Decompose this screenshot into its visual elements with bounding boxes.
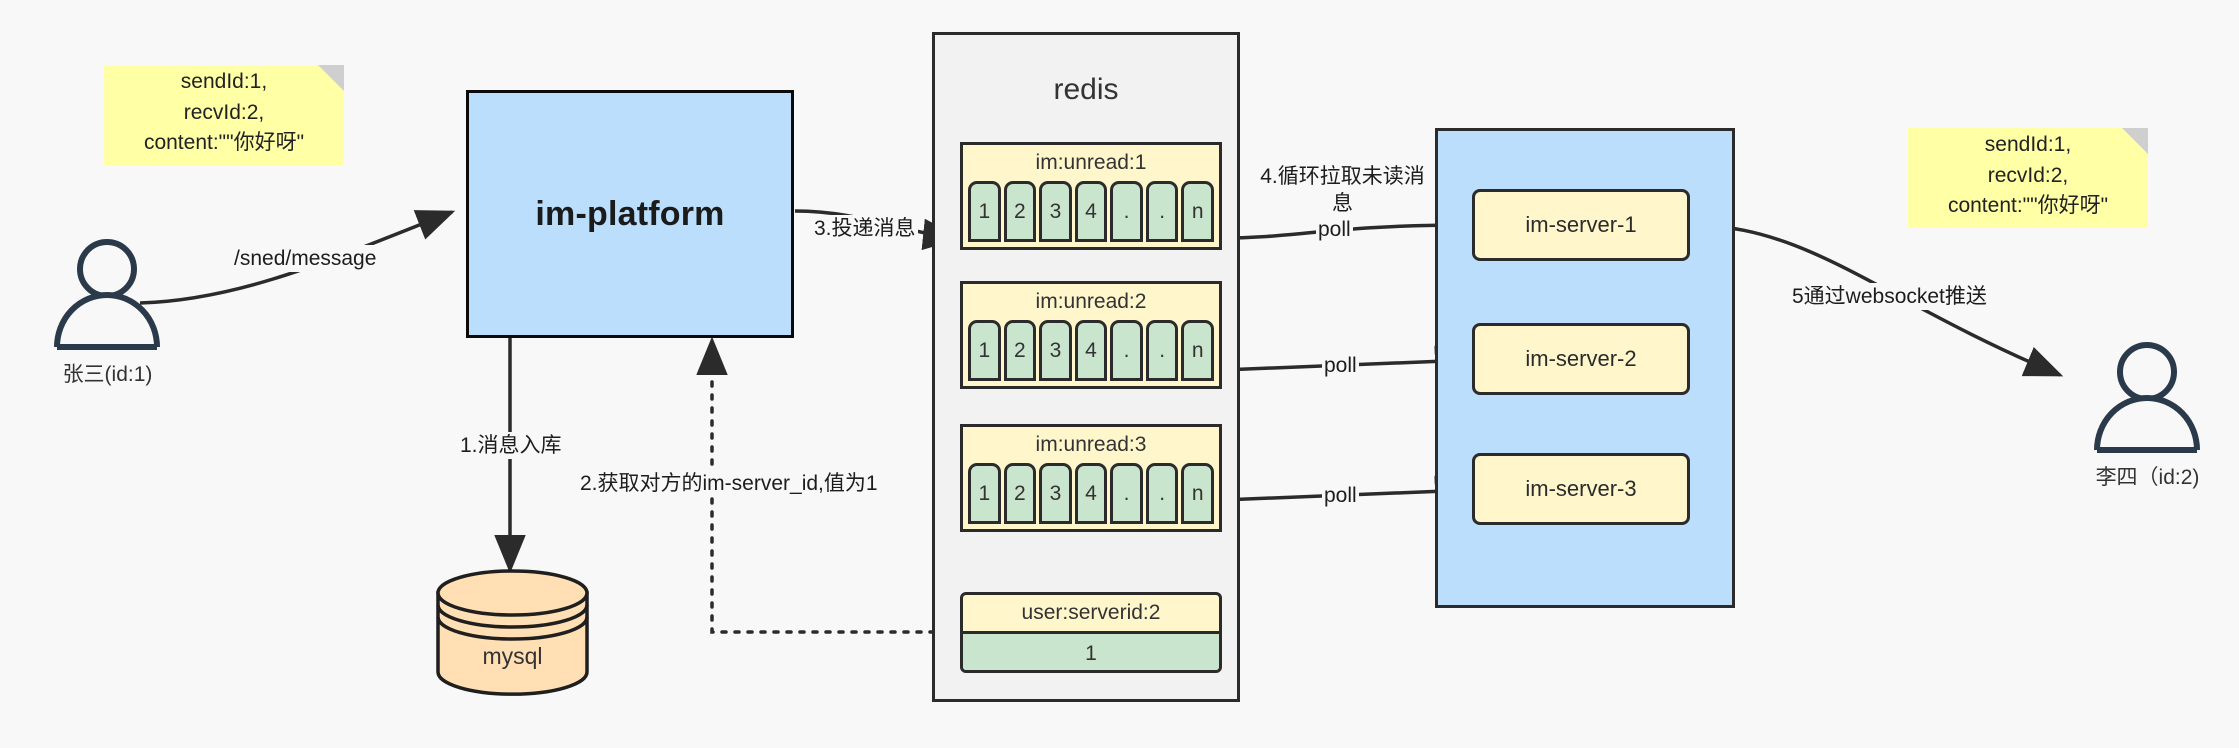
- actor-receiver-label: 李四（id:2): [2095, 466, 2200, 489]
- redis-cell[interactable]: .: [1145, 320, 1179, 381]
- redis-list-key: im:unread:2: [1035, 290, 1147, 313]
- message-payload-note-left: sendId:1, recvId:2, content:""你好呀": [104, 65, 344, 165]
- note-text: sendId:1, recvId:2, content:""你好呀": [143, 70, 305, 155]
- edge-label-poll-2: poll: [1322, 352, 1359, 380]
- note-fold-icon: [2122, 128, 2148, 154]
- redis-cell[interactable]: .: [1145, 463, 1179, 524]
- redis-kv-key: user:serverid:2: [1021, 601, 1161, 624]
- redis-cell[interactable]: n: [1181, 320, 1215, 381]
- im-server-1-box[interactable]: im-server-1: [1472, 189, 1690, 261]
- redis-cell[interactable]: 1: [968, 320, 1001, 381]
- redis-list-key: im:unread:1: [1035, 151, 1147, 174]
- redis-cell[interactable]: .: [1145, 181, 1179, 242]
- edge-label-step4: 4.循环拉取未读消息: [1253, 163, 1432, 218]
- redis-cell[interactable]: .: [1110, 181, 1143, 242]
- redis-cell[interactable]: 3: [1039, 463, 1072, 524]
- actor-receiver: 李四（id:2): [2075, 338, 2220, 491]
- redis-cell[interactable]: 2: [1003, 320, 1037, 381]
- redis-kv-user-serverid[interactable]: user:serverid:2 1: [960, 592, 1222, 673]
- redis-list-im-unread-2[interactable]: im:unread:2 1 2 3 4 . . n: [960, 281, 1222, 389]
- redis-list-im-unread-3[interactable]: im:unread:3 1 2 3 4 . . n: [960, 424, 1222, 532]
- person-icon: [54, 239, 160, 350]
- person-icon: [2094, 342, 2200, 453]
- redis-cell[interactable]: 3: [1039, 181, 1072, 242]
- redis-cell[interactable]: 2: [1003, 181, 1037, 242]
- edge-label-send-message: /sned/message: [232, 245, 379, 273]
- edge-label-poll-1: poll: [1316, 216, 1353, 244]
- im-server-3-box[interactable]: im-server-3: [1472, 453, 1690, 525]
- im-server-1-label: im-server-1: [1525, 212, 1637, 237]
- actor-sender-label: 张三(id:1): [62, 363, 153, 386]
- im-server-2-box[interactable]: im-server-2: [1472, 323, 1690, 395]
- mysql-database[interactable]: mysql: [430, 565, 595, 700]
- message-payload-note-right: sendId:1, recvId:2, content:""你好呀": [1908, 128, 2148, 228]
- mysql-label: mysql: [482, 643, 543, 669]
- im-platform-box[interactable]: im-platform: [466, 90, 794, 338]
- note-text: sendId:1, recvId:2, content:""你好呀": [1947, 133, 2109, 218]
- edge-label-step5: 5通过websocket推送: [1790, 283, 1989, 311]
- redis-cell[interactable]: 3: [1039, 320, 1072, 381]
- redis-cell[interactable]: 4: [1074, 181, 1108, 242]
- redis-title: redis: [1053, 73, 1119, 106]
- actor-sender: 张三(id:1): [35, 235, 180, 388]
- redis-cell[interactable]: n: [1181, 463, 1215, 524]
- redis-list-cells: 1 2 3 4 . . n: [963, 320, 1219, 386]
- im-server-2-label: im-server-2: [1525, 346, 1637, 371]
- redis-cell[interactable]: 1: [968, 181, 1001, 242]
- edge-label-step3: 3.投递消息: [812, 215, 918, 243]
- edge-label-poll-3: poll: [1322, 482, 1359, 510]
- redis-cell[interactable]: n: [1181, 181, 1215, 242]
- redis-list-cells: 1 2 3 4 . . n: [963, 181, 1219, 247]
- redis-cell[interactable]: 2: [1003, 463, 1037, 524]
- im-server-3-label: im-server-3: [1525, 476, 1637, 501]
- database-cylinder-icon: [436, 569, 589, 696]
- redis-list-im-unread-1[interactable]: im:unread:1 1 2 3 4 . . n: [960, 142, 1222, 250]
- redis-kv-value: 1: [963, 631, 1219, 670]
- redis-cell[interactable]: .: [1110, 463, 1143, 524]
- edge-label-step2: 2.获取对方的im-server_id,值为1: [578, 470, 880, 498]
- im-platform-label: im-platform: [535, 194, 725, 233]
- edge-label-step1: 1.消息入库: [458, 432, 564, 460]
- redis-cell[interactable]: 4: [1074, 320, 1108, 381]
- redis-list-cells: 1 2 3 4 . . n: [963, 463, 1219, 529]
- redis-cell[interactable]: .: [1110, 320, 1143, 381]
- redis-cell[interactable]: 4: [1074, 463, 1108, 524]
- redis-cell[interactable]: 1: [968, 463, 1001, 524]
- note-fold-icon: [318, 65, 344, 91]
- redis-list-key: im:unread:3: [1035, 433, 1147, 456]
